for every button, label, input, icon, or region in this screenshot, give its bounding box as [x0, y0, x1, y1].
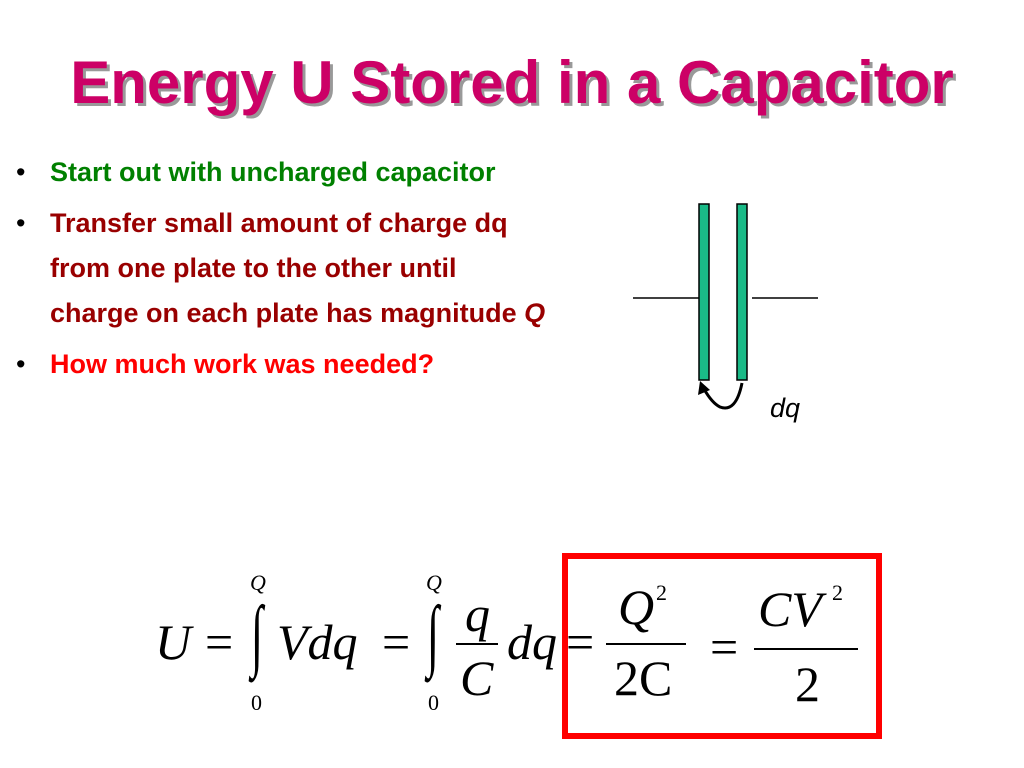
eq-equals-4: =: [710, 619, 739, 675]
eq-equals-3: =: [566, 614, 595, 670]
eq-equals-2: =: [382, 614, 411, 670]
eq-frac2-denominator: 2C: [614, 650, 673, 706]
eq-lhs-u: U: [155, 614, 192, 670]
eq-equals-1: =: [205, 614, 234, 670]
eq-upper-limit-2: Q: [426, 570, 442, 595]
eq-frac2-line: [606, 643, 686, 645]
dq-label: dq: [770, 393, 801, 423]
bullet-dot: •: [16, 208, 26, 238]
capacitor-diagram: [633, 203, 818, 410]
eq-frac3-denominator: 2: [795, 656, 820, 712]
eq-frac3-numerator: CV: [758, 581, 822, 637]
bullet-text: Start out with uncharged capacitor: [50, 157, 496, 187]
eq-frac2-exponent: 2: [656, 580, 667, 605]
eq-frac1-denominator: C: [460, 650, 494, 706]
bullet-text: How much work was needed?: [50, 349, 435, 379]
slide-title: Energy U Stored in a Capacitor: [70, 49, 954, 116]
eq-frac1-line: [456, 643, 498, 645]
bullet-list: • Start out with uncharged capacitor • T…: [12, 150, 552, 393]
curved-arrow-icon: [698, 381, 744, 410]
eq-frac3-line: [754, 648, 858, 650]
eq-upper-limit-1: Q: [250, 570, 266, 595]
eq-lower-limit-2: 0: [428, 690, 439, 715]
bullet-item-3: • How much work was needed?: [12, 342, 552, 387]
eq-lower-limit-1: 0: [251, 690, 262, 715]
bullet-dot: •: [16, 157, 26, 187]
bullet-text: Transfer small amount of charge dq from …: [50, 208, 517, 328]
eq-frac2-numerator: Q: [618, 579, 655, 635]
left-plate: [698, 203, 710, 381]
eq-dq: dq: [507, 614, 557, 670]
bullet-item-2: • Transfer small amount of charge dq fro…: [12, 201, 552, 336]
bullet-item-1: • Start out with uncharged capacitor: [12, 150, 552, 195]
right-plate: [736, 203, 748, 381]
eq-integrand-vdq: Vdq: [277, 614, 358, 670]
eq-frac3-exponent: 2: [832, 580, 843, 605]
answer-highlight-box: [562, 553, 882, 739]
eq-frac1-numerator: q: [465, 586, 490, 642]
eq-integral-2: ∫: [427, 591, 440, 679]
bullet-text-italic-q: Q: [524, 298, 546, 328]
eq-integral-1: ∫: [251, 591, 264, 679]
bullet-dot: •: [16, 349, 26, 379]
